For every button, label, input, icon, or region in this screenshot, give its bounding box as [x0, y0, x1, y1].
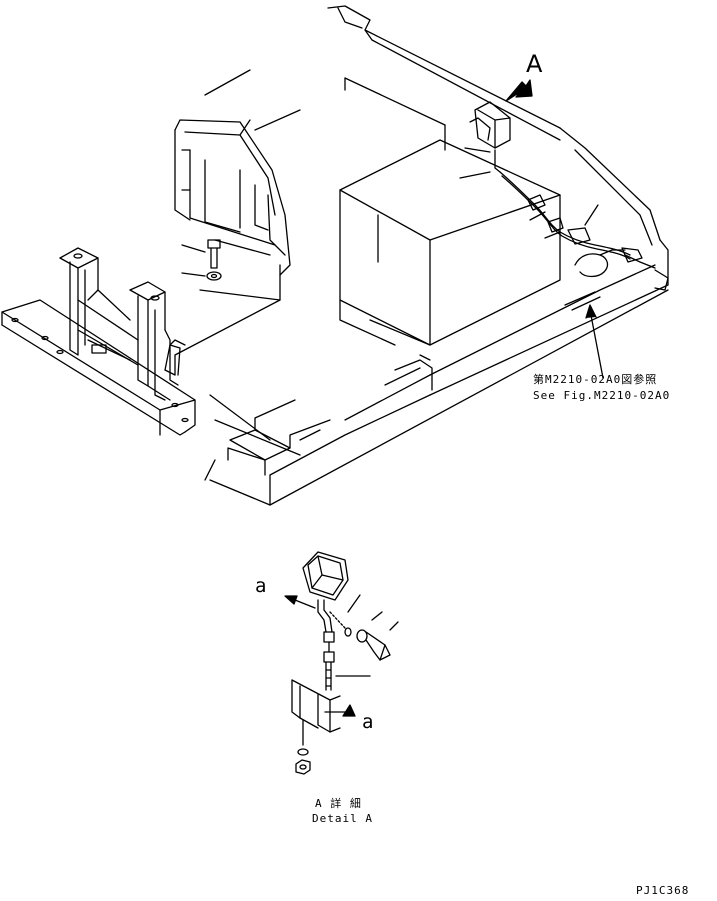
detail-arrow-a-top: [284, 595, 316, 609]
machine-body: [204, 5, 669, 506]
frame-bolt: [181, 239, 222, 281]
cab-frame: [174, 119, 291, 301]
detail-caption-en: Detail A: [312, 812, 373, 825]
view-marker-label: A: [526, 50, 543, 78]
view-arrow-A: [505, 79, 533, 102]
reference-leader: [589, 309, 604, 379]
detail-arrow-a-side: [324, 704, 356, 717]
drawing-code-label: PJ1C368: [636, 884, 690, 897]
reference-leader-head: [585, 304, 597, 319]
detail-A-drawing: [291, 551, 399, 775]
detail-arrow-side-label: a: [362, 711, 374, 733]
detail-caption-jp: A 詳 細: [315, 797, 362, 810]
reference-en-label: See Fig.M2210-02A0: [533, 389, 671, 402]
frame-rail: [1, 247, 281, 436]
detail-arrow-top-label: a: [255, 575, 267, 597]
reference-jp-label: 第M2210-02A0図参照: [533, 373, 658, 386]
engine-hood: [339, 139, 561, 391]
work-lamp-assembly: [459, 101, 669, 311]
